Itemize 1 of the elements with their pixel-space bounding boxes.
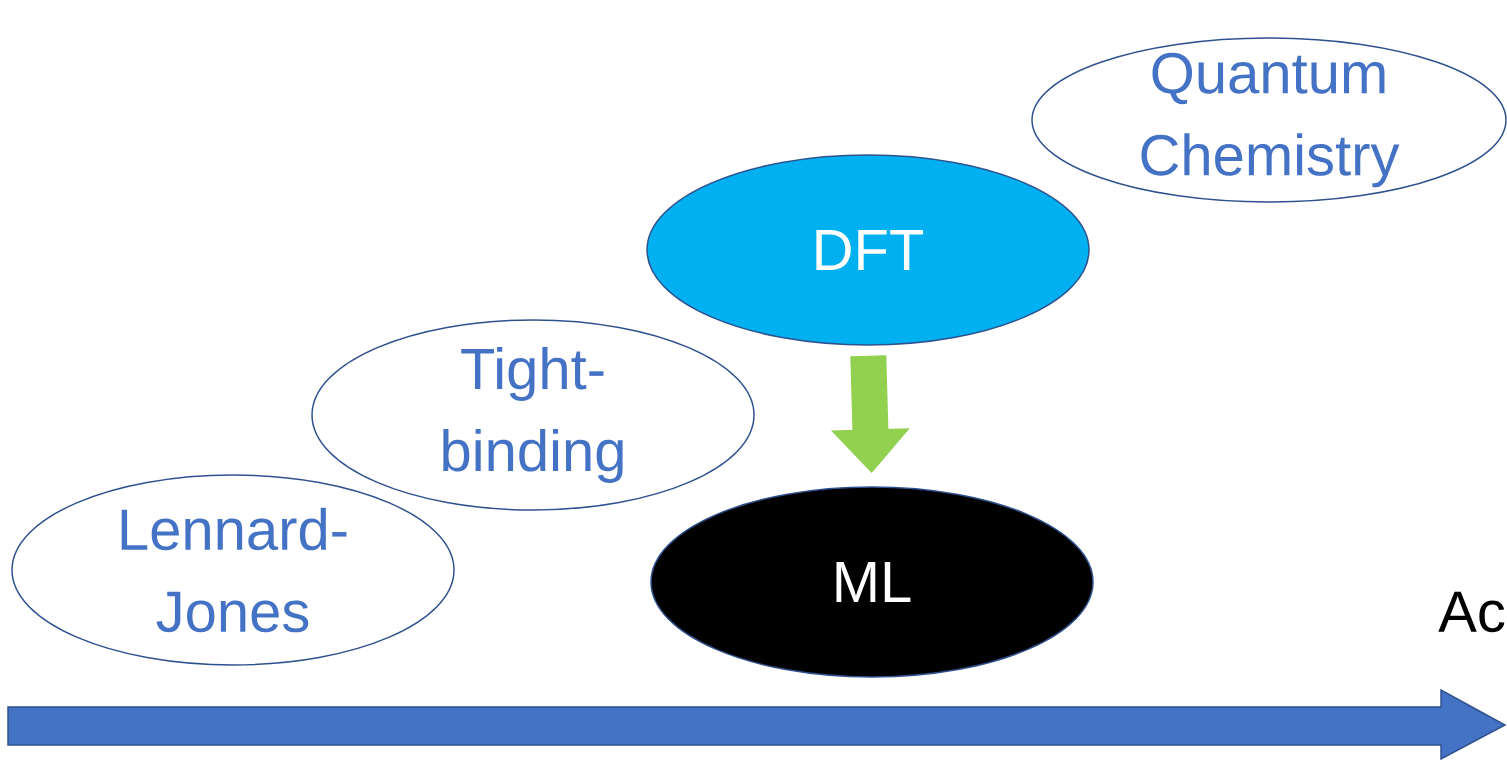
axis-label: Ac — [1438, 591, 1505, 633]
